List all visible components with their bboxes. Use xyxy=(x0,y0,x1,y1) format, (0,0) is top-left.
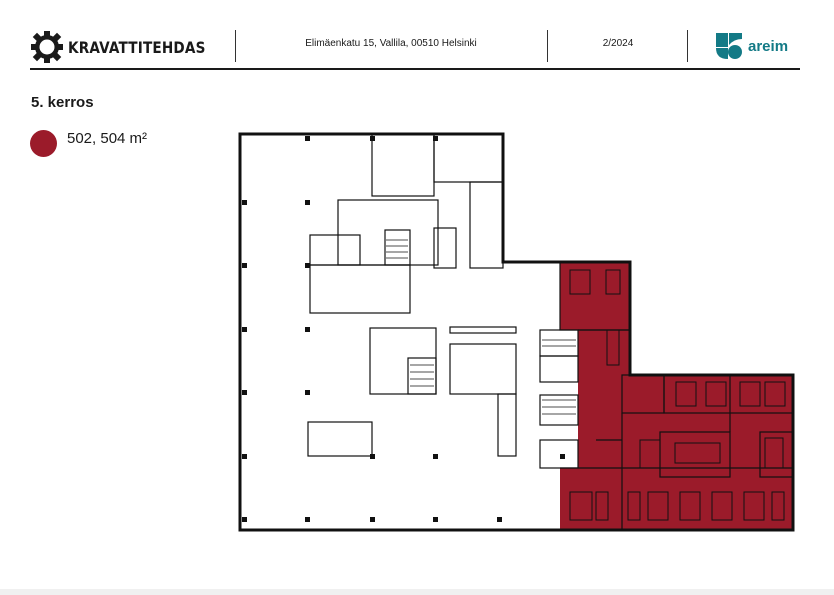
date: 2/2024 xyxy=(602,38,634,49)
interior-walls xyxy=(307,133,794,530)
divider xyxy=(235,30,236,62)
desks xyxy=(569,269,786,521)
header: KRAVATTITEHDAS Elimäenkatu 15, Vallila, … xyxy=(30,28,800,70)
floor-title: 5. kerros xyxy=(31,94,94,111)
divider xyxy=(687,30,688,62)
footer-bar xyxy=(0,589,834,595)
areim-logo: areim xyxy=(716,33,788,59)
structural-columns xyxy=(242,136,565,522)
stairs xyxy=(386,239,576,415)
divider xyxy=(547,30,548,62)
gear-icon xyxy=(31,31,63,63)
areim-wordmark: areim xyxy=(748,37,789,55)
areim-mark-icon xyxy=(716,33,742,59)
address: Elimäenkatu 15, Vallila, 00510 Helsinki xyxy=(305,38,477,49)
legend-swatch xyxy=(30,130,57,157)
legend-label: 502, 504 m² xyxy=(67,130,148,147)
brand-name: KRAVATTITEHDAS xyxy=(68,37,206,57)
legend-item: 502, 504 m² xyxy=(30,130,147,157)
kravattitehdas-logo: KRAVATTITEHDAS xyxy=(30,30,230,64)
